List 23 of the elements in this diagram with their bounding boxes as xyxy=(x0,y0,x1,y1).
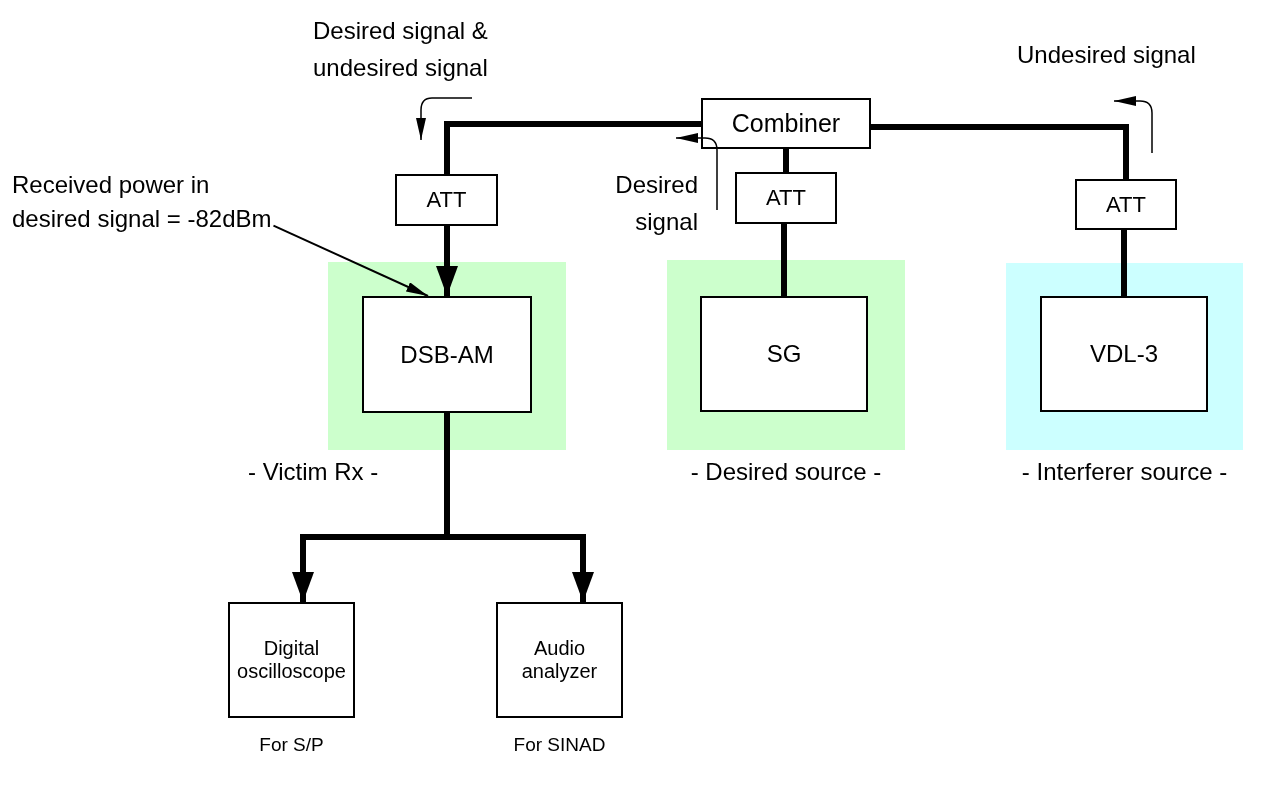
equipment-box: ATT xyxy=(735,172,837,224)
annotation-text: Received power in desired signal = -82dBm xyxy=(12,171,272,232)
group-caption: - Desired source - xyxy=(690,458,882,486)
connector xyxy=(436,226,458,296)
signal-label: Desired signal xyxy=(614,170,698,238)
connector xyxy=(1121,230,1127,296)
signal-label: Undesired signal xyxy=(1017,40,1197,70)
note-text: For S/P xyxy=(259,734,324,756)
equipment-box: Combiner xyxy=(701,98,871,149)
equipment-box: DSB-AM xyxy=(362,296,532,413)
group-caption: - Victim Rx - xyxy=(248,458,379,486)
equipment-box: ATT xyxy=(395,174,498,226)
connector xyxy=(781,224,787,296)
connector xyxy=(444,121,701,174)
equipment-box: ATT xyxy=(1075,179,1177,230)
equipment-box: VDL-3 xyxy=(1040,296,1208,412)
equipment-box: SG xyxy=(700,296,868,412)
signal-label: Desired signal & undesired signal xyxy=(313,16,489,84)
leader-line xyxy=(272,224,429,297)
connector xyxy=(871,124,1129,179)
group-caption: - Interferer source - xyxy=(1021,458,1228,486)
connector xyxy=(783,149,789,172)
note-text: For SINAD xyxy=(513,734,606,756)
